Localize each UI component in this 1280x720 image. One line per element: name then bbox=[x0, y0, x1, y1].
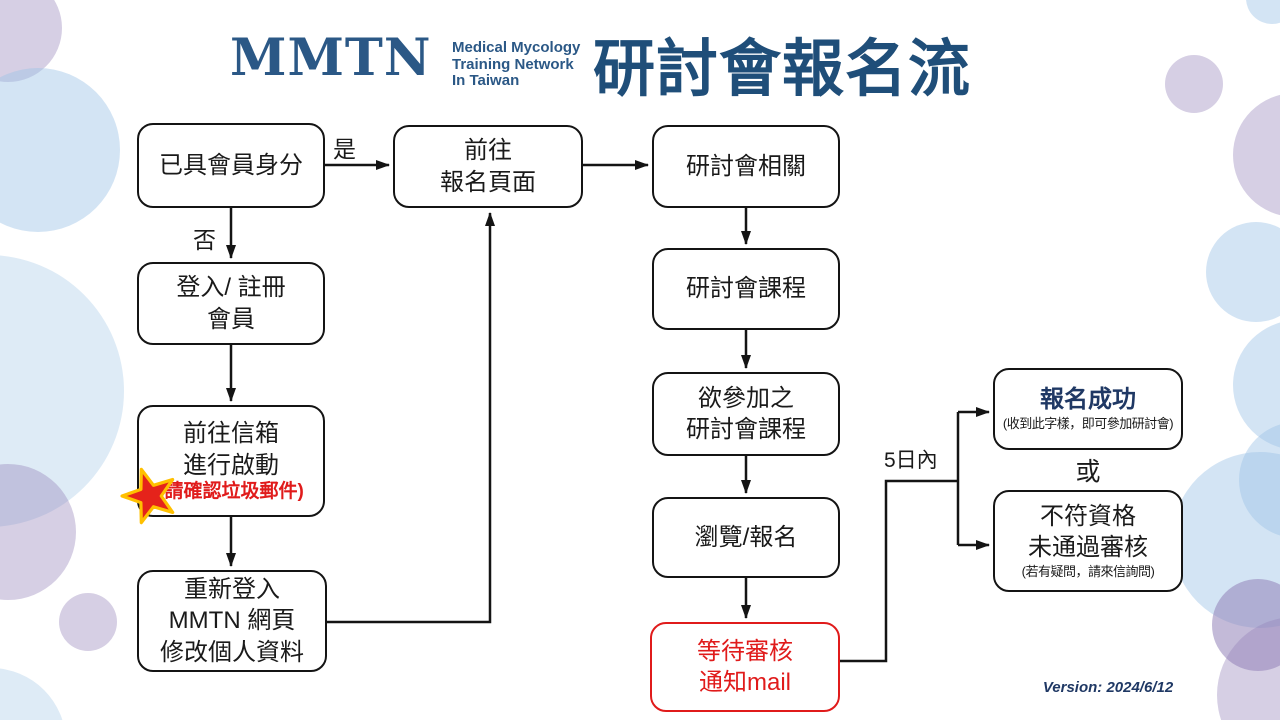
decor-circle bbox=[59, 593, 117, 651]
edge-label-or: 或 bbox=[1075, 458, 1101, 486]
flow-box-seminar-courses: 研討會課程 bbox=[652, 248, 840, 330]
edge-label-no: 否 bbox=[193, 227, 216, 253]
flow-box-goto-registration-page: 前往 報名頁面 bbox=[393, 125, 583, 208]
flow-box-member-status: 已具會員身分 bbox=[137, 123, 325, 208]
flow-box-desired-course: 欲參加之 研討會課程 bbox=[652, 372, 840, 456]
tagline-line: Medical Mycology bbox=[452, 39, 581, 56]
flow-box-registration-success: 報名成功 (收到此字樣，即可參加研討會) bbox=[993, 368, 1183, 450]
flow-box-login-register: 登入/ 註冊 會員 bbox=[137, 262, 325, 345]
box-text: 通知mail bbox=[698, 669, 791, 696]
box-text: 不符資格 bbox=[1040, 503, 1136, 531]
tagline-line: Training Network bbox=[452, 55, 574, 73]
mmtn-logo-text: MMTN bbox=[230, 28, 432, 88]
flow-box-browse-register: 瀏覽/報名 bbox=[652, 497, 840, 578]
box-text: 未通過審核 bbox=[1028, 534, 1148, 562]
box-text: 研討會課程 bbox=[686, 275, 806, 303]
tagline-line: In Taiwan bbox=[452, 72, 520, 89]
edge-label-within-5-days: 5日內 bbox=[884, 449, 938, 472]
box-note-text: (收到此字樣，即可參加研討會) bbox=[1002, 415, 1174, 431]
flow-box-not-qualified: 不符資格 未通過審核 (若有疑問，請來信詢問) bbox=[993, 490, 1183, 592]
flow-box-seminar-related: 研討會相關 bbox=[652, 125, 840, 208]
box-text: 前往 bbox=[464, 137, 512, 165]
box-warning-text: (請確認垃圾郵件) bbox=[158, 480, 304, 502]
box-text: 報名頁面 bbox=[440, 168, 536, 196]
mmtn-logo-tagline: Medical Mycology Training Network In Tai… bbox=[452, 39, 581, 90]
box-text: 修改個人資料 bbox=[160, 638, 304, 666]
version-text: Version: 2024/6/12 bbox=[1042, 679, 1174, 696]
box-text: 前往信箱 bbox=[183, 420, 279, 448]
star-icon bbox=[120, 467, 175, 525]
box-note-text: (若有疑問，請來信詢問) bbox=[1021, 564, 1155, 580]
box-text: 會員 bbox=[207, 305, 255, 333]
flow-box-wait-review: 等待審核 通知mail bbox=[650, 622, 840, 712]
edge-label-yes: 是 bbox=[333, 136, 356, 162]
box-text: 瀏覽/報名 bbox=[694, 523, 798, 551]
decor-circle bbox=[1212, 579, 1280, 671]
flow-box-relogin: 重新登入 MMTN 網頁 修改個人資料 bbox=[137, 570, 327, 672]
decor-circle bbox=[1206, 222, 1280, 322]
box-text: MMTN 網頁 bbox=[168, 607, 296, 635]
box-text: 研討會課程 bbox=[686, 416, 806, 443]
box-text: 研討會相關 bbox=[686, 152, 806, 180]
box-text: 重新登入 bbox=[184, 576, 280, 604]
box-text: 已具會員身分 bbox=[159, 151, 303, 179]
box-text: 欲參加之 bbox=[698, 384, 794, 412]
flow-box-activate-mailbox: 前往信箱 進行啟動 (請確認垃圾郵件) bbox=[137, 405, 325, 517]
box-text: 等待審核 bbox=[697, 637, 793, 665]
box-text: 進行啟動 bbox=[183, 451, 279, 479]
box-text: 報名成功 bbox=[1040, 385, 1136, 413]
decor-circle bbox=[1165, 55, 1223, 113]
box-text: 登入/ 註冊 bbox=[176, 274, 286, 302]
